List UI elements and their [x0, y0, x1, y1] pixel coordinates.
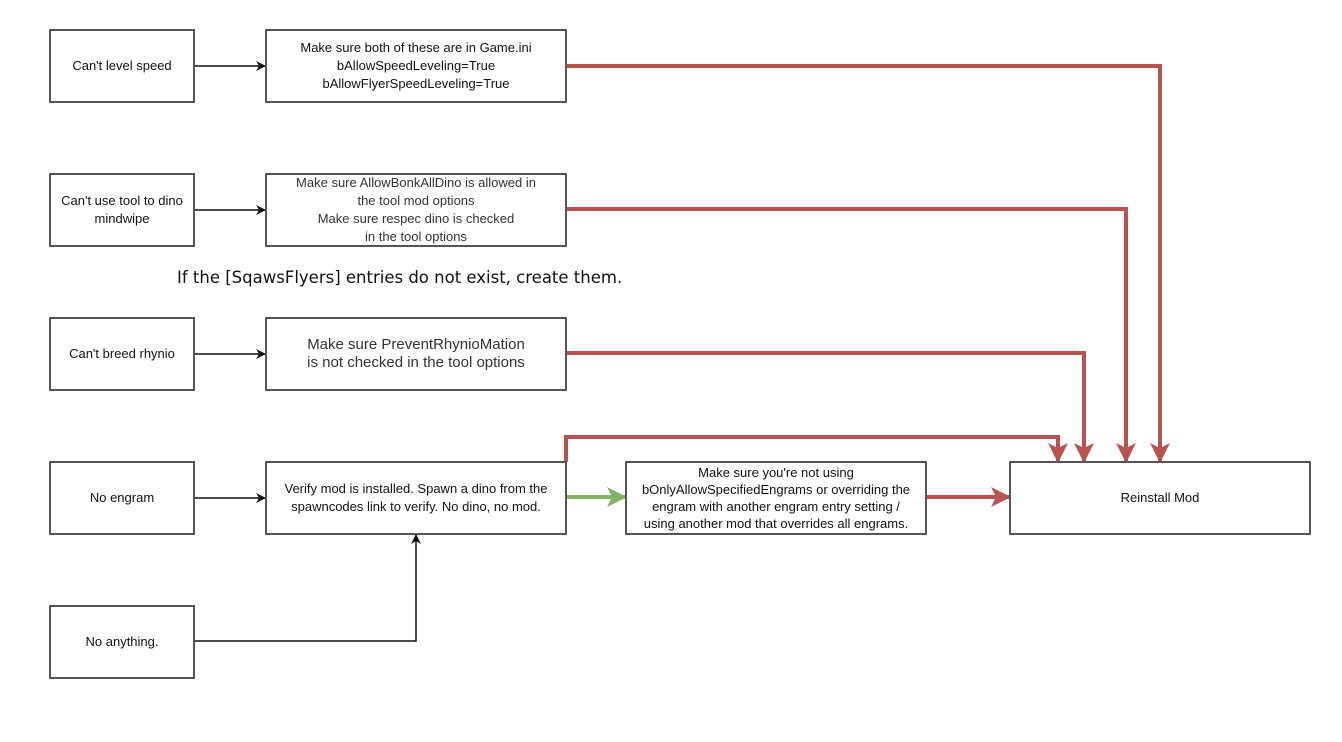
node-no-engram[interactable]: No engram [49, 461, 195, 535]
node-label: Verify mod is installed. Spawn a dino fr… [284, 481, 548, 514]
node-label: Make sure you're not using bOnlyAllowSpe… [641, 465, 911, 531]
node-label: Reinstall Mod [1120, 490, 1200, 505]
edge-b4-r [564, 435, 1068, 463]
node-label: No engram [89, 490, 155, 505]
node-no-anything[interactable]: No anything. [49, 605, 195, 679]
node-reinstall-mod[interactable]: Reinstall Mod [1009, 461, 1311, 535]
node-rhynio-settings[interactable]: Make sure PreventRhynioMation is not che… [265, 317, 567, 391]
node-label: Can't use tool to dino mindwipe [61, 193, 183, 226]
node-label: Can't breed rhynio [69, 346, 175, 361]
node-bonk-settings[interactable]: Make sure AllowBonkAllDino is allowed in… [265, 173, 567, 247]
node-engram-settings[interactable]: Make sure you're not using bOnlyAllowSpe… [625, 461, 927, 535]
node-label: Make sure both of these are in Game.ini … [300, 40, 532, 91]
node-cant-level-speed[interactable]: Can't level speed [49, 29, 195, 103]
node-verify-mod[interactable]: Verify mod is installed. Spawn a dino fr… [265, 461, 567, 535]
edge-b3-r [566, 351, 1094, 463]
edge-b2-r [566, 207, 1136, 463]
edge-a5-b4 [194, 534, 421, 642]
node-game-ini-settings[interactable]: Make sure both of these are in Game.ini … [265, 29, 567, 103]
node-label: Can't level speed [72, 58, 172, 73]
node-cant-breed-rhynio[interactable]: Can't breed rhynio [49, 317, 195, 391]
node-label: No anything. [85, 634, 159, 649]
annotation-note: If the [SqawsFlyers] entries do not exis… [177, 268, 623, 287]
edge-b1-r [566, 64, 1170, 463]
node-cant-mindwipe[interactable]: Can't use tool to dino mindwipe [49, 173, 195, 247]
node-label: Make sure PreventRhynioMation is not che… [307, 336, 525, 371]
node-label: Make sure AllowBonkAllDino is allowed in… [296, 175, 536, 244]
